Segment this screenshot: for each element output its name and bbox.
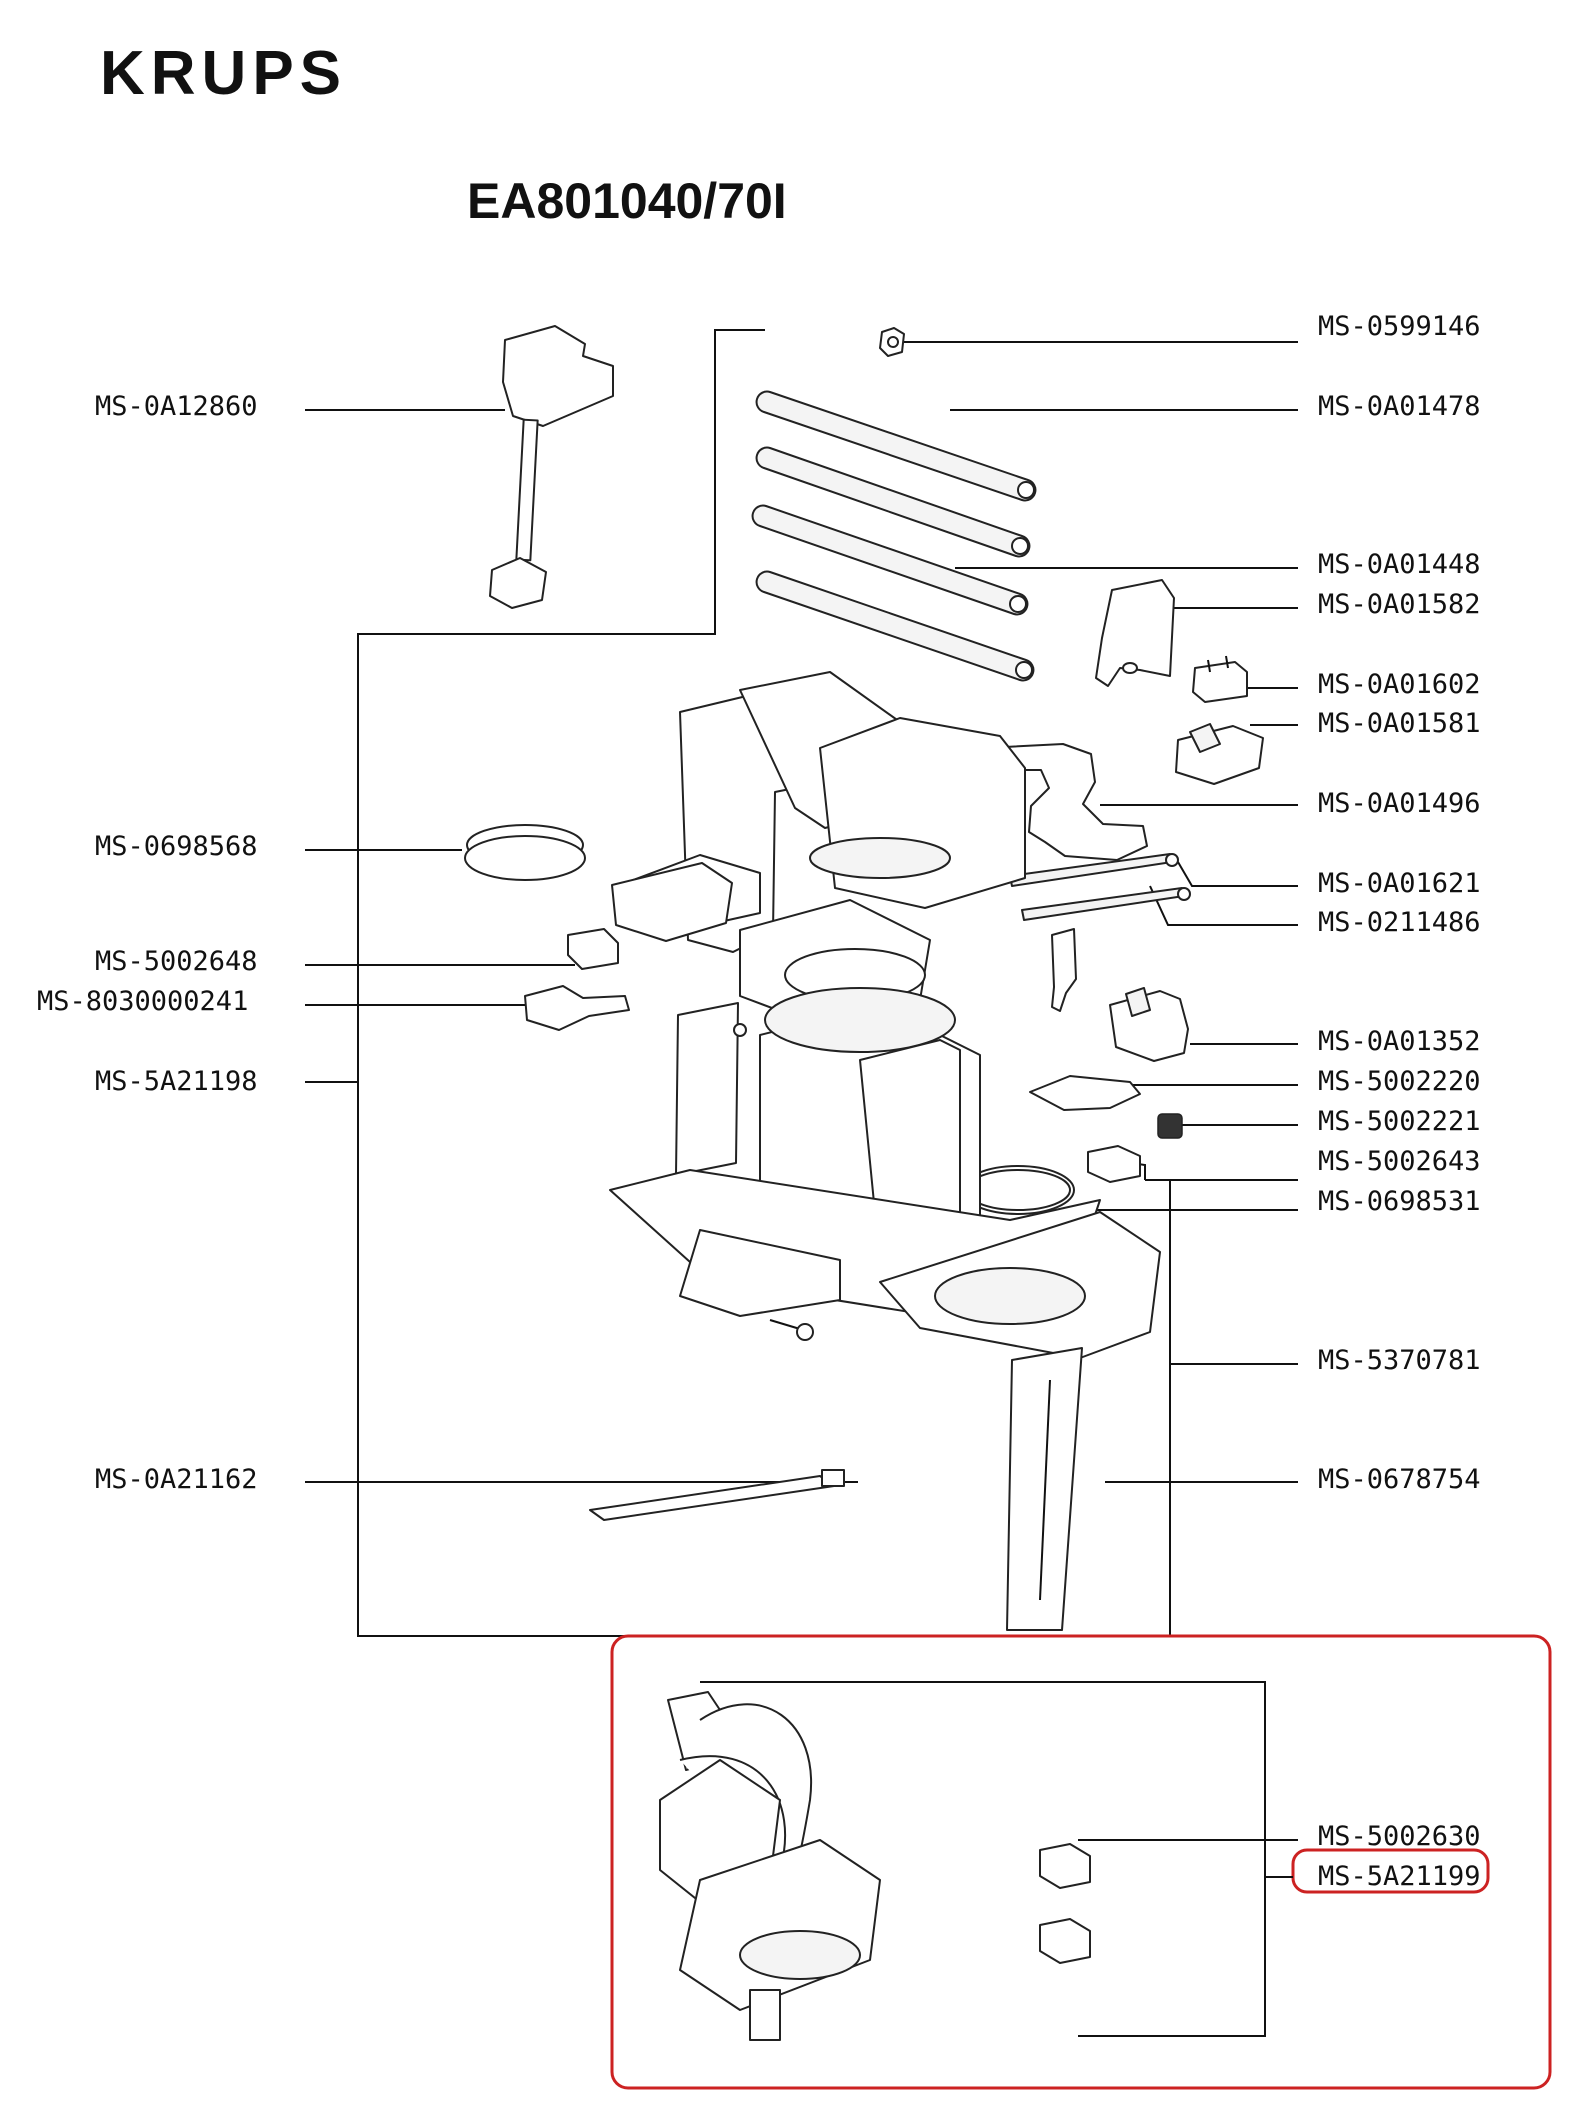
hinge-bracket-part: [524, 985, 630, 1031]
part-label: MS-0698568: [95, 831, 258, 862]
microswitch-part-lower: [1087, 1145, 1141, 1183]
part-label: MS-0A01496: [1318, 788, 1481, 819]
switch-holder-part: [611, 862, 733, 942]
part-label: MS-5002643: [1318, 1146, 1481, 1177]
part-label: MS-0A01581: [1318, 708, 1481, 739]
part-label: MS-0A01448: [1318, 549, 1481, 580]
spout-tube-part: [1006, 1347, 1083, 1631]
part-label: MS-5002630: [1318, 1821, 1481, 1852]
valve-block-part: [1109, 987, 1189, 1062]
part-label: MS-5002221: [1318, 1106, 1481, 1137]
latch-part: [1051, 928, 1077, 1012]
model-number: EA801040/70I: [467, 173, 787, 229]
part-label: MS-0A01602: [1318, 669, 1481, 700]
part-label: MS-5370781: [1318, 1345, 1481, 1376]
switch-housing-part: [1175, 723, 1264, 785]
part-label: MS-5002648: [95, 946, 258, 977]
part-label: MS-0A01478: [1318, 391, 1481, 422]
part-label: MS-0211486: [1318, 907, 1481, 938]
part-label: MS-0A01352: [1318, 1026, 1481, 1057]
gasket-ring-large-part: [464, 824, 586, 881]
group-bracket-lower: [700, 1681, 1266, 2037]
micro-switch-part-a: [1039, 1843, 1091, 1889]
part-label: MS-8030000241: [37, 986, 248, 1017]
microswitch-part-upper: [1192, 655, 1248, 703]
clip-part: [1029, 1075, 1141, 1111]
highlight-frame: [610, 1634, 1552, 2090]
tube-parts: [751, 390, 1037, 682]
part-label: MS-5002220: [1318, 1066, 1481, 1097]
part-label: MS-0698531: [1318, 1186, 1481, 1217]
part-label: MS-0A01582: [1318, 589, 1481, 620]
rod-parts: [1009, 853, 1191, 921]
part-label: MS-5A21198: [95, 1066, 258, 1097]
part-label: MS-0678754: [1318, 1464, 1481, 1495]
gasket-ring-small-part: [961, 1165, 1075, 1215]
highlight-label-oval: [1291, 1848, 1490, 1894]
small-switch-part: [567, 928, 619, 970]
lever-block-part: [1095, 579, 1175, 687]
part-label: MS-0A21162: [95, 1464, 258, 1495]
part-labels: MS-0599146 MS-0A01478 MS-0A01448 MS-0A01…: [37, 311, 1481, 1892]
part-label-highlighted: MS-5A21199: [1318, 1861, 1481, 1892]
part-label: MS-0A01621: [1318, 868, 1481, 899]
cable-tie-part: [589, 1469, 845, 1521]
micro-switch-part-b: [1039, 1918, 1091, 1964]
brand-logo: KRUPS: [100, 39, 348, 108]
part-label: MS-0A12860: [95, 391, 258, 422]
nozzle-fitting-part: [879, 327, 905, 357]
part-label: MS-0599146: [1318, 311, 1481, 342]
group-bracket-main: [357, 329, 1171, 1637]
drip-base-part: [879, 1211, 1161, 1359]
probe-assembly-part: [489, 325, 614, 609]
lever-arm-part: [980, 743, 1148, 861]
spring-part: [1157, 1113, 1183, 1139]
grinder-motor-assembly-part: [659, 1691, 881, 2041]
